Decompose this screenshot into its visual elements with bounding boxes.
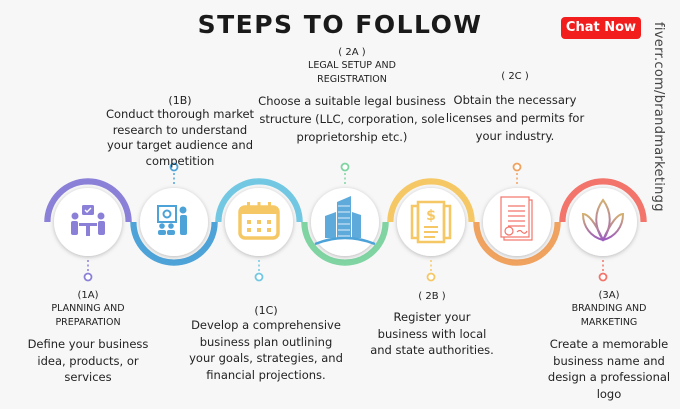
- step-desc: Define your business: [27, 337, 149, 351]
- building-icon: [314, 196, 376, 246]
- step-1c: (1C) Develop a comprehensive business pl…: [189, 304, 343, 383]
- connector-dot: [169, 162, 179, 172]
- step-desc: licenses and permits for: [445, 111, 585, 125]
- step-heading: REGISTRATION: [317, 74, 387, 85]
- step-arc: [216, 179, 302, 223]
- step-desc: and state authorities.: [370, 343, 494, 357]
- connector-dot: [512, 162, 522, 172]
- meeting-icon: [71, 205, 105, 236]
- step-desc: logo: [596, 386, 622, 401]
- document-dollar-icon: $: [410, 200, 452, 244]
- step-desc: structure (LLC, corporation, sole: [259, 112, 445, 126]
- step-desc: competition: [145, 153, 215, 168]
- step-arc: [560, 179, 646, 223]
- step-1b: (1B) Conduct thorough market research to…: [106, 94, 254, 169]
- step-desc: design a professional: [547, 370, 671, 384]
- presentation-icon: [157, 205, 187, 235]
- step-2a: ( 2A ) LEGAL SETUP AND REGISTRATION Choo…: [258, 46, 446, 146]
- step-3a: (3A) BRANDING AND MARKETING Create a mem…: [548, 289, 670, 402]
- step-heading: MARKETING: [580, 317, 638, 328]
- connector-dot: [598, 272, 608, 282]
- page-title: STEPS TO FOLLOW: [197, 10, 483, 39]
- step-desc: Choose a suitable legal business: [258, 94, 446, 108]
- watermark-url: fiverr.com/brandmarketingg: [651, 22, 666, 212]
- step-desc: services: [64, 370, 112, 384]
- step-desc: your industry.: [475, 129, 555, 143]
- step-heading: PREPARATION: [55, 317, 121, 328]
- step-arc-outline: [559, 178, 647, 223]
- step-desc: your goals, strategies, and: [189, 351, 343, 365]
- step-arc: [131, 221, 217, 265]
- step-arc: [302, 221, 388, 265]
- step-desc: idea, products, or: [37, 353, 139, 368]
- step-code: ( 2C ): [501, 71, 529, 82]
- step-code: (1B): [168, 94, 192, 107]
- step-desc: Conduct thorough market: [105, 107, 255, 121]
- step-desc: Obtain the necessary: [453, 93, 577, 107]
- step-desc: proprietorship etc.): [296, 130, 408, 144]
- step-code: (3A): [598, 290, 620, 301]
- connector-dot: [83, 272, 93, 282]
- step-code: ( 2B ): [418, 291, 446, 302]
- step-1a: (1A) PLANNING AND PREPARATION Define you…: [28, 289, 149, 386]
- step-circle: [569, 188, 637, 256]
- step-arc: [474, 221, 560, 265]
- step-arc-outline: [387, 178, 475, 223]
- step-desc: Develop a comprehensive: [191, 318, 341, 332]
- lotus-icon: [581, 198, 625, 242]
- step-desc: Register your: [393, 310, 471, 324]
- step-heading: LEGAL SETUP AND: [308, 60, 396, 71]
- step-circle: [54, 188, 122, 256]
- step-arc: [388, 179, 474, 223]
- step-code: ( 2A ): [338, 47, 366, 58]
- step-heading: BRANDING AND: [571, 303, 647, 314]
- step-code: (1A): [77, 290, 99, 301]
- step-arc-outline: [130, 221, 218, 266]
- step-2c: ( 2C ) Obtain the necessary licenses and…: [446, 70, 584, 145]
- step-desc: your target audience and: [106, 138, 254, 152]
- step-desc: business name and: [553, 353, 665, 368]
- connector-dot: [254, 272, 264, 282]
- connector-dot: [426, 272, 436, 282]
- svg-text:$: $: [426, 208, 436, 224]
- step-heading: PLANNING AND: [51, 303, 125, 314]
- step-desc: research to understand: [112, 122, 248, 137]
- step-arc-outline: [301, 221, 389, 266]
- step-arc: [45, 179, 131, 223]
- step-desc: Create a memorable: [549, 337, 669, 351]
- step-arc-outline: [473, 221, 561, 266]
- step-desc: business with local: [377, 326, 487, 341]
- calendar-icon: [238, 202, 280, 240]
- step-arc-outline: [44, 178, 132, 223]
- step-code: (1C): [254, 304, 278, 317]
- step-desc: business plan outlining: [199, 334, 333, 349]
- connector-dot: [340, 162, 350, 172]
- step-desc: financial projections.: [206, 367, 326, 382]
- license-icon: [500, 196, 533, 241]
- step-arc-outline: [215, 178, 303, 223]
- step-2b: ( 2B ) Register your business with local…: [370, 290, 494, 359]
- chat-now-button[interactable]: Chat Now: [561, 17, 641, 39]
